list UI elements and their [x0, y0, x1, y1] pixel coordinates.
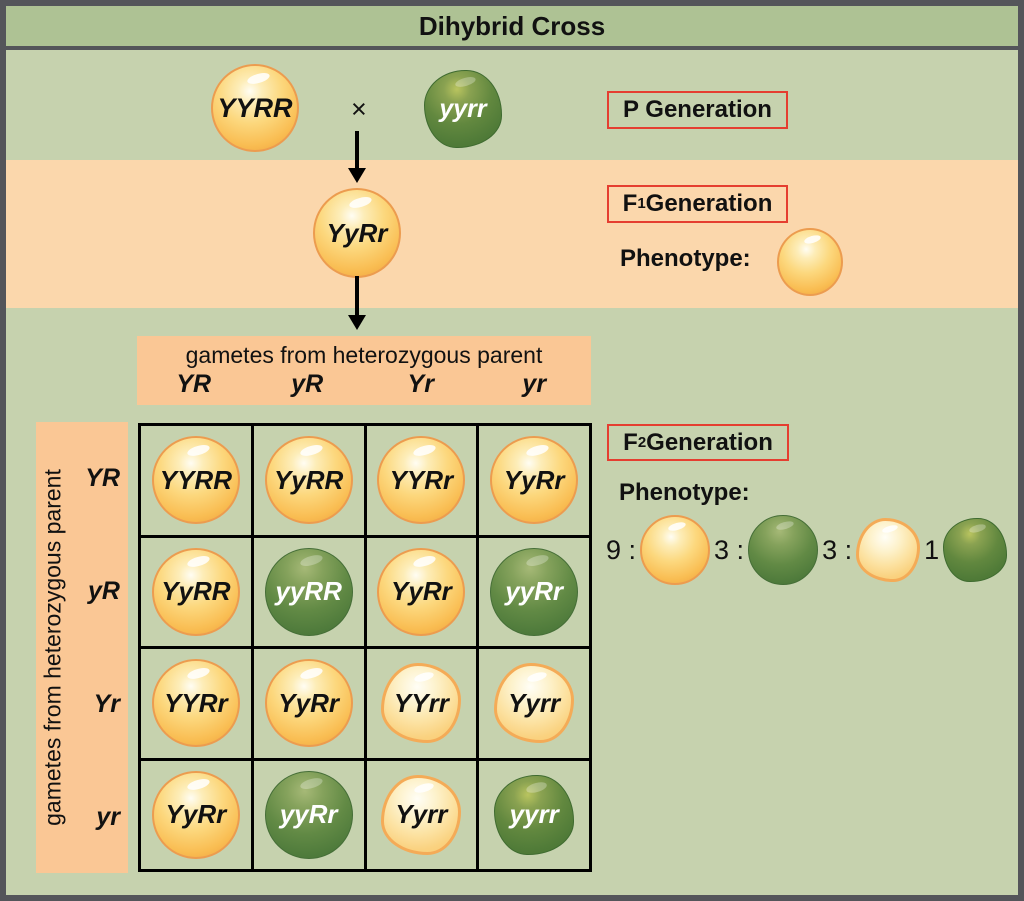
- punnett-cell: YyRr: [253, 649, 364, 758]
- ratio-count: 1: [924, 534, 940, 565]
- pea: yyrr: [494, 774, 575, 855]
- arrow-down-icon: [355, 131, 359, 169]
- cross-symbol: ×: [351, 94, 367, 124]
- punnett-cell: yyrr: [479, 760, 589, 869]
- f1-phenotype-label: Phenotype:: [620, 245, 751, 272]
- punnett-cell: YyRr: [141, 760, 251, 869]
- f2-label-f: F: [623, 428, 638, 456]
- punnett-cell: YyRR: [141, 537, 251, 646]
- genotype-label: YYRr: [164, 687, 228, 718]
- pea: [748, 515, 819, 585]
- genotype-label: YYRR: [159, 464, 232, 495]
- punnett-cell: YyRr: [479, 426, 589, 535]
- punnett-cell: YyRr: [366, 537, 477, 646]
- left-gamete-band: [36, 422, 128, 873]
- genotype-label: YYrr: [393, 687, 449, 718]
- gamete-label: yR: [88, 577, 120, 605]
- punnett-cell: YYrr: [366, 649, 477, 758]
- top-axis-label: gametes from heterozygous parent: [185, 342, 543, 368]
- punnett-cell: yyRr: [479, 537, 589, 646]
- f1-generation-band: [6, 160, 1018, 308]
- pea: yyrr: [424, 70, 502, 148]
- gamete-label: yr: [522, 370, 547, 398]
- title-bar: Dihybrid Cross: [6, 6, 1018, 50]
- genotype-label: YYRR: [217, 92, 293, 123]
- pea: Yyrr: [381, 774, 462, 855]
- pea: YyRr: [490, 436, 579, 525]
- pea: YYRR: [211, 64, 299, 152]
- genotype-label: yyrr: [439, 94, 487, 123]
- pea: YYRR: [151, 436, 240, 525]
- pea: yyRR: [264, 547, 353, 636]
- p-generation-label-text: P Generation: [623, 96, 772, 123]
- punnett-cell: Yyrr: [479, 649, 589, 758]
- f2-label-rest: Generation: [646, 428, 773, 456]
- pea: YyRR: [264, 436, 353, 525]
- pea: yyRr: [490, 547, 579, 636]
- genotype-label: yyrr: [509, 799, 559, 830]
- punnett-cell: YYRr: [366, 426, 477, 535]
- genotype-label: yyRr: [505, 576, 564, 607]
- pea: YyRr: [377, 547, 466, 636]
- pea: YYRr: [377, 436, 466, 525]
- genotype-label: YyRR: [273, 464, 344, 495]
- ratio-count: 3 :: [714, 534, 745, 565]
- punnett-cell: Yyrr: [366, 760, 477, 869]
- pea: [640, 515, 711, 585]
- punnett-cell: yyRR: [253, 537, 364, 646]
- gamete-label: yR: [291, 370, 324, 398]
- page-title: Dihybrid Cross: [418, 10, 606, 41]
- arrow-down-icon: [348, 168, 366, 183]
- pea: yyRr: [264, 770, 353, 859]
- pea: YyRr: [151, 770, 240, 859]
- genotype-label: YyRR: [161, 576, 231, 607]
- arrow-down-icon: [355, 276, 359, 316]
- punnett-cell: yyRr: [253, 760, 364, 869]
- f2-phenotype-label: Phenotype:: [619, 479, 750, 506]
- ratio-count: 9 :: [606, 534, 637, 565]
- f1-label-f: F: [622, 190, 638, 217]
- genotype-label: Yyrr: [395, 799, 448, 830]
- arrow-down-icon: [348, 315, 366, 330]
- genotype-label: YyRr: [326, 217, 388, 248]
- genotype-label: Yyrr: [508, 687, 561, 718]
- genotype-label: yyRR: [275, 576, 342, 607]
- genotype-label: yyRr: [279, 799, 338, 830]
- pea: YyRr: [313, 188, 401, 278]
- gamete-label: yr: [96, 803, 120, 831]
- f2-phenotype-ratio: 9 : 3 : 3 : 1: [602, 511, 1018, 589]
- punnett-cell: YyRR: [253, 426, 364, 535]
- column-gametes: YR yR Yr yr: [137, 370, 591, 399]
- pea: [943, 518, 1008, 582]
- punnett-cell: YYRR: [141, 426, 251, 535]
- ratio-count: 3 :: [822, 534, 853, 565]
- genotype-label: YYRr: [389, 464, 454, 495]
- gamete-label: YR: [85, 464, 120, 492]
- genotype-label: YyRr: [165, 799, 227, 830]
- gamete-label: Yr: [93, 690, 120, 718]
- genotype-label: YyRr: [503, 464, 565, 495]
- top-gamete-band: gametes from heterozygous parent YR yR Y…: [137, 336, 591, 405]
- pea: Yyrr: [494, 663, 575, 744]
- punnett-square: YYRR YyRR YYRr YyRr YyRR yyRR YyRr yyRr: [138, 423, 592, 872]
- pea: YYrr: [381, 663, 462, 744]
- gamete-label: YR: [176, 370, 212, 398]
- f1-label-rest: Generation: [645, 190, 773, 217]
- gamete-label: Yr: [407, 370, 434, 398]
- punnett-cell: YYRr: [141, 649, 251, 758]
- pea: YyRR: [151, 547, 240, 636]
- genotype-label: YyRr: [391, 576, 452, 607]
- pea: [856, 518, 921, 582]
- p-generation-label: P Generation: [607, 91, 788, 129]
- pea: [777, 228, 843, 296]
- genotype-label: YyRr: [278, 687, 339, 718]
- pea: YyRr: [264, 659, 353, 748]
- pea: YYRr: [151, 659, 240, 748]
